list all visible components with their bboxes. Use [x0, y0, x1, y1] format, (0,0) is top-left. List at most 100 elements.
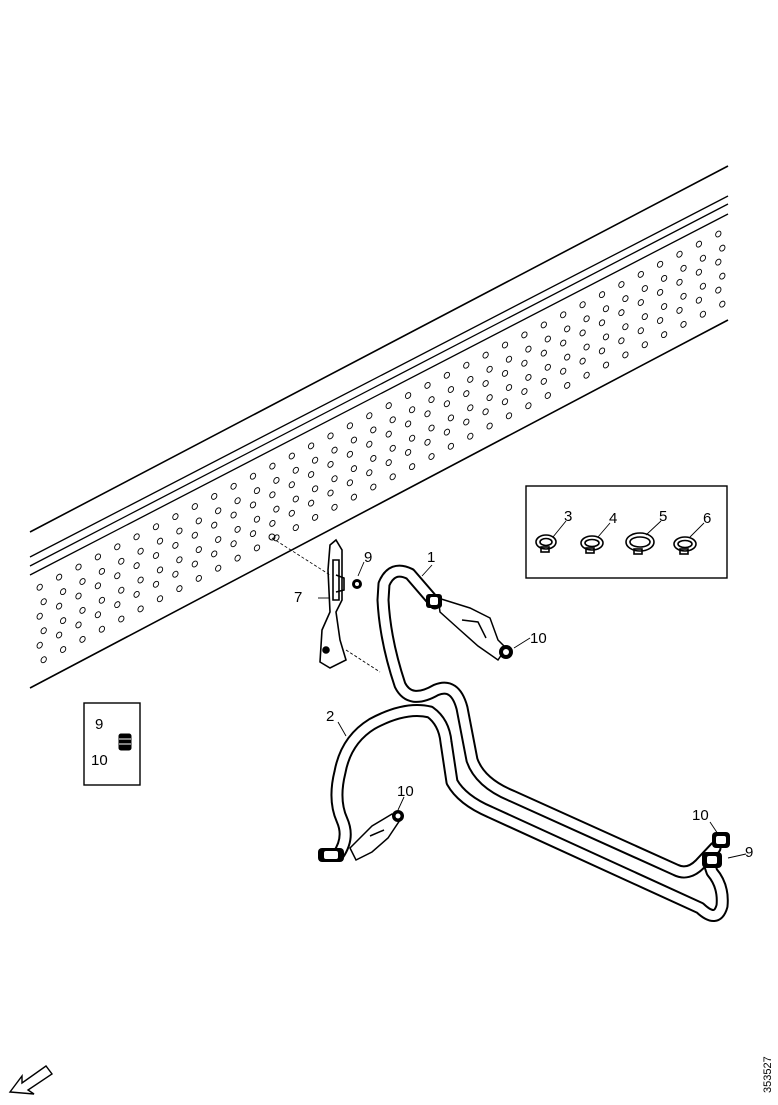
frame-hole — [656, 317, 664, 324]
frame-hole — [176, 585, 183, 593]
frame-hole — [137, 576, 144, 584]
frame-hole — [579, 329, 586, 337]
frame-hole — [564, 325, 571, 333]
frame-hole — [428, 396, 435, 404]
frame-hole — [564, 381, 571, 389]
frame-hole — [525, 402, 532, 410]
frame-hole — [544, 363, 551, 371]
frame-hole — [249, 472, 257, 480]
callout-9-top: 9 — [364, 549, 372, 566]
frame-hole — [79, 635, 86, 643]
frame-hole — [350, 465, 358, 473]
frame-hole — [114, 601, 121, 609]
frame-hole — [637, 327, 644, 335]
frame-hole — [641, 313, 648, 321]
drawing-reference: 353527 — [762, 1056, 774, 1093]
frame-hole — [79, 578, 86, 585]
frame-hole — [521, 388, 528, 395]
frame-hole — [94, 553, 102, 561]
inset-label-10: 10 — [91, 752, 108, 769]
frame-hole — [680, 292, 687, 300]
frame-hole — [114, 572, 121, 580]
frame-hole — [370, 454, 377, 462]
frame-hole — [719, 272, 726, 280]
frame-hole — [602, 361, 610, 369]
frame-hole — [36, 583, 43, 591]
frame-hole — [230, 511, 237, 519]
frame-hole — [501, 369, 509, 377]
frame-hole — [699, 254, 707, 262]
frame-hole — [525, 345, 532, 353]
callout-4: 4 — [609, 510, 617, 527]
frame-hole — [505, 384, 513, 391]
frame-hole — [327, 432, 334, 440]
frame-hole — [486, 365, 493, 373]
frame-hole — [195, 546, 202, 554]
frame-hole — [719, 300, 726, 308]
frame-rail-holes — [36, 230, 726, 664]
frame-hole — [637, 270, 644, 278]
frame-hole — [288, 481, 295, 489]
frame-hole — [404, 420, 412, 428]
frame-hole — [525, 373, 532, 381]
frame-hole — [118, 586, 125, 594]
frame-hole — [253, 544, 261, 552]
coolant-pipes — [330, 564, 729, 922]
frame-hole — [346, 450, 354, 458]
frame-hole — [404, 392, 412, 399]
frame-hole — [118, 557, 125, 565]
frame-hole — [288, 509, 295, 517]
frame-hole — [75, 592, 82, 600]
frame-hole — [618, 337, 625, 345]
frame-hole — [695, 268, 703, 276]
frame-hole — [544, 392, 551, 399]
bolt-icon — [352, 579, 362, 589]
clamp-5-icon — [625, 532, 655, 555]
frame-hole — [230, 540, 237, 548]
frame-hole — [424, 381, 431, 389]
frame-hole — [311, 485, 319, 493]
frame-hole — [40, 598, 47, 606]
frame-hole — [172, 541, 179, 549]
frame-hole — [176, 556, 183, 564]
callout-10-mid: 10 — [397, 783, 414, 800]
frame-hole — [137, 547, 144, 555]
frame-hole — [307, 499, 315, 507]
fitting-icon — [702, 832, 730, 868]
frame-hole — [467, 375, 474, 383]
frame-hole — [598, 319, 606, 327]
frame-hole — [253, 487, 261, 495]
clamp-4-icon — [580, 535, 604, 554]
frame-hole — [191, 560, 198, 568]
frame-hole — [176, 527, 183, 535]
frame-hole — [234, 497, 241, 505]
frame-hole — [656, 288, 664, 296]
clamp-inset: 3 4 5 6 — [525, 485, 728, 579]
frame-hole — [428, 424, 435, 432]
frame-hole — [602, 305, 610, 313]
frame-hole — [622, 295, 629, 303]
frame-hole — [195, 517, 202, 525]
frame-hole — [641, 285, 648, 292]
frame-hole — [273, 534, 280, 542]
frame-hole — [521, 331, 528, 339]
inset-label-9: 9 — [95, 716, 103, 733]
frame-hole — [486, 422, 493, 430]
frame-hole — [269, 491, 276, 499]
frame-hole — [36, 612, 43, 620]
frame-hole — [75, 563, 82, 571]
frame-hole — [560, 339, 567, 347]
frame-hole — [598, 347, 606, 355]
frame-hole — [699, 310, 707, 318]
frame-hole — [55, 602, 63, 610]
frame-hole — [385, 402, 392, 410]
frame-hole — [36, 641, 43, 649]
frame-hole — [540, 321, 547, 329]
frame-hole — [482, 408, 489, 416]
frame-hole — [59, 588, 67, 596]
nut-icon — [392, 810, 404, 822]
frame-hole — [292, 524, 299, 532]
frame-hole — [540, 377, 547, 385]
frame-hole — [583, 343, 590, 351]
